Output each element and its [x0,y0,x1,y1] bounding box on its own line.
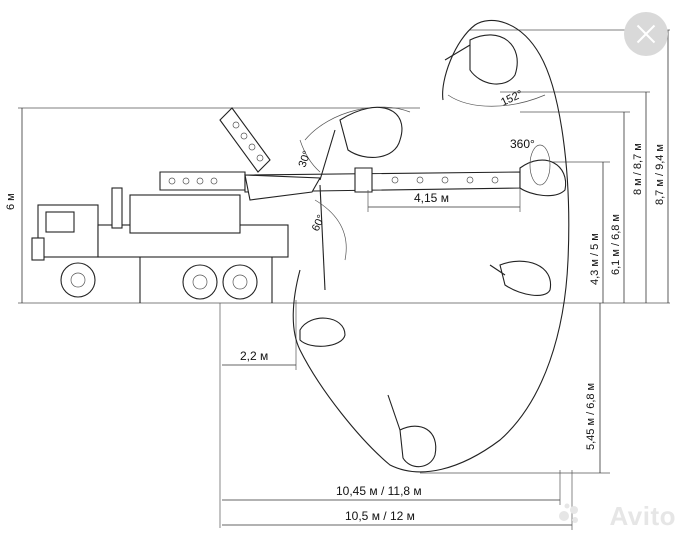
truck [31,187,289,303]
label-boom-extension: 4,15 м [414,191,449,205]
label-reach-1: 10,45 м / 11,8 м [336,484,422,498]
label-height-8: 8 м / 8,7 м [632,143,644,195]
working-envelope [292,19,570,473]
truck-window [45,211,75,233]
arm-top [444,44,471,61]
label-angle-30: 30° [297,149,314,169]
envelope-arc-upper [304,106,411,141]
label-height-61: 6,1 м / 6,8 м [610,214,622,275]
bucket-lower-left [299,317,346,347]
label-angle-152: 152° [499,88,525,108]
wheel-3 [222,264,258,300]
arm-upper [319,129,336,181]
wheel-3-hub [232,274,248,290]
label-height-43: 4,3 м / 5 м [589,233,601,285]
truck-body [129,194,241,234]
label-reach-2: 10,5 м / 12 м [345,509,415,523]
arc-60 [314,199,347,261]
bucket-bottom [399,425,437,468]
bucket-mid-right [499,260,552,296]
boom-arm [244,174,321,201]
wheel-1 [60,262,96,298]
bucket-upper [339,106,403,158]
wheel-2 [182,264,218,300]
watermark: Avito [609,501,676,531]
arm-down [319,184,326,291]
arc-152 [447,94,546,107]
boom-extended [244,167,521,212]
arm-mid-right [489,264,506,276]
arc-30 [299,139,321,173]
label-angle-360: 360° [510,137,535,151]
watermark-logo-icon [559,503,578,523]
wheel-1-hub [70,272,86,288]
truck-bumper [31,237,45,261]
label-angle-60: 60° [310,213,328,233]
boom-base-section [159,171,246,191]
arc-360 [529,144,551,186]
close-icon[interactable] [624,12,668,56]
label-offset: 2,2 м [240,349,268,363]
bucket-top [469,34,518,85]
boom-raised-section [219,107,271,173]
label-depth: 5,45 м / 6,8 м [585,383,597,450]
wheel-2-hub [192,274,208,290]
boom-clamp [354,167,373,193]
truck-exhaust [111,187,123,229]
label-height-87: 8,7 м / 9,4 м [654,144,666,205]
label-height-truck: 6 м [5,193,17,210]
arm-bottom [387,394,401,431]
bucket-right [519,159,567,197]
